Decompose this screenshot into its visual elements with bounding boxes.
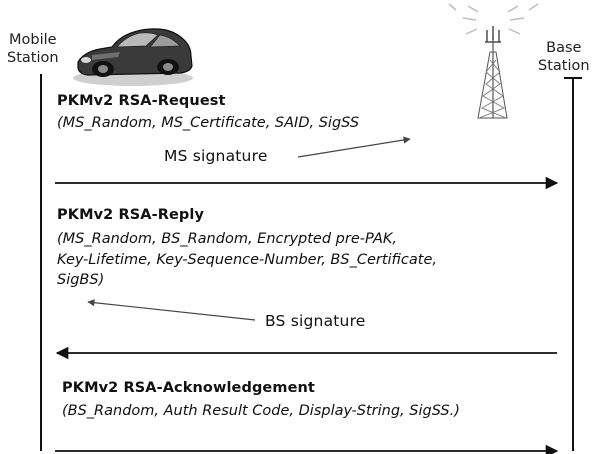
bs-signature-label: BS signature [265, 312, 366, 330]
reply-params-line: SigBS) [57, 272, 105, 288]
ms-signature-pointer [297, 136, 411, 158]
ms-signature-label: MS signature [164, 147, 268, 165]
request-title: PKMv2 RSA-Request [57, 93, 226, 109]
antenna-tower-icon [448, 3, 539, 119]
mobile-station-label-line1: Mobile [8, 32, 57, 48]
reply-params: (MS_Random, BS_Random, Encrypted pre-PAK… [57, 229, 437, 291]
reply-params-line: Key-Lifetime, Key-Sequence-Number, BS_Ce… [57, 251, 437, 268]
reply-params-line: (MS_Random, BS_Random, Encrypted pre-PAK… [57, 231, 398, 247]
bs-signature-pointer [87, 299, 256, 321]
car-icon [73, 28, 193, 86]
base-station-label: Base Station [538, 39, 590, 75]
acknowledgement-params-line: (BS_Random, Auth Result Code, Display-St… [62, 403, 460, 419]
reply-title: PKMv2 RSA-Reply [57, 207, 205, 223]
acknowledgement-title: PKMv2 RSA-Acknowledgement [62, 380, 315, 396]
mobile-station-label-line2: Station [7, 50, 59, 66]
base-station-label-line2: Station [538, 58, 590, 74]
request-params: (MS_Random, MS_Certificate, SAID, SigSS [57, 113, 359, 134]
acknowledgement-params: (BS_Random, Auth Result Code, Display-St… [62, 401, 460, 422]
mobile-station-label: Mobile Station [7, 31, 59, 67]
request-params-line: (MS_Random, MS_Certificate, SAID, SigSS [57, 115, 360, 131]
base-station-label-line1: Base [546, 40, 582, 56]
